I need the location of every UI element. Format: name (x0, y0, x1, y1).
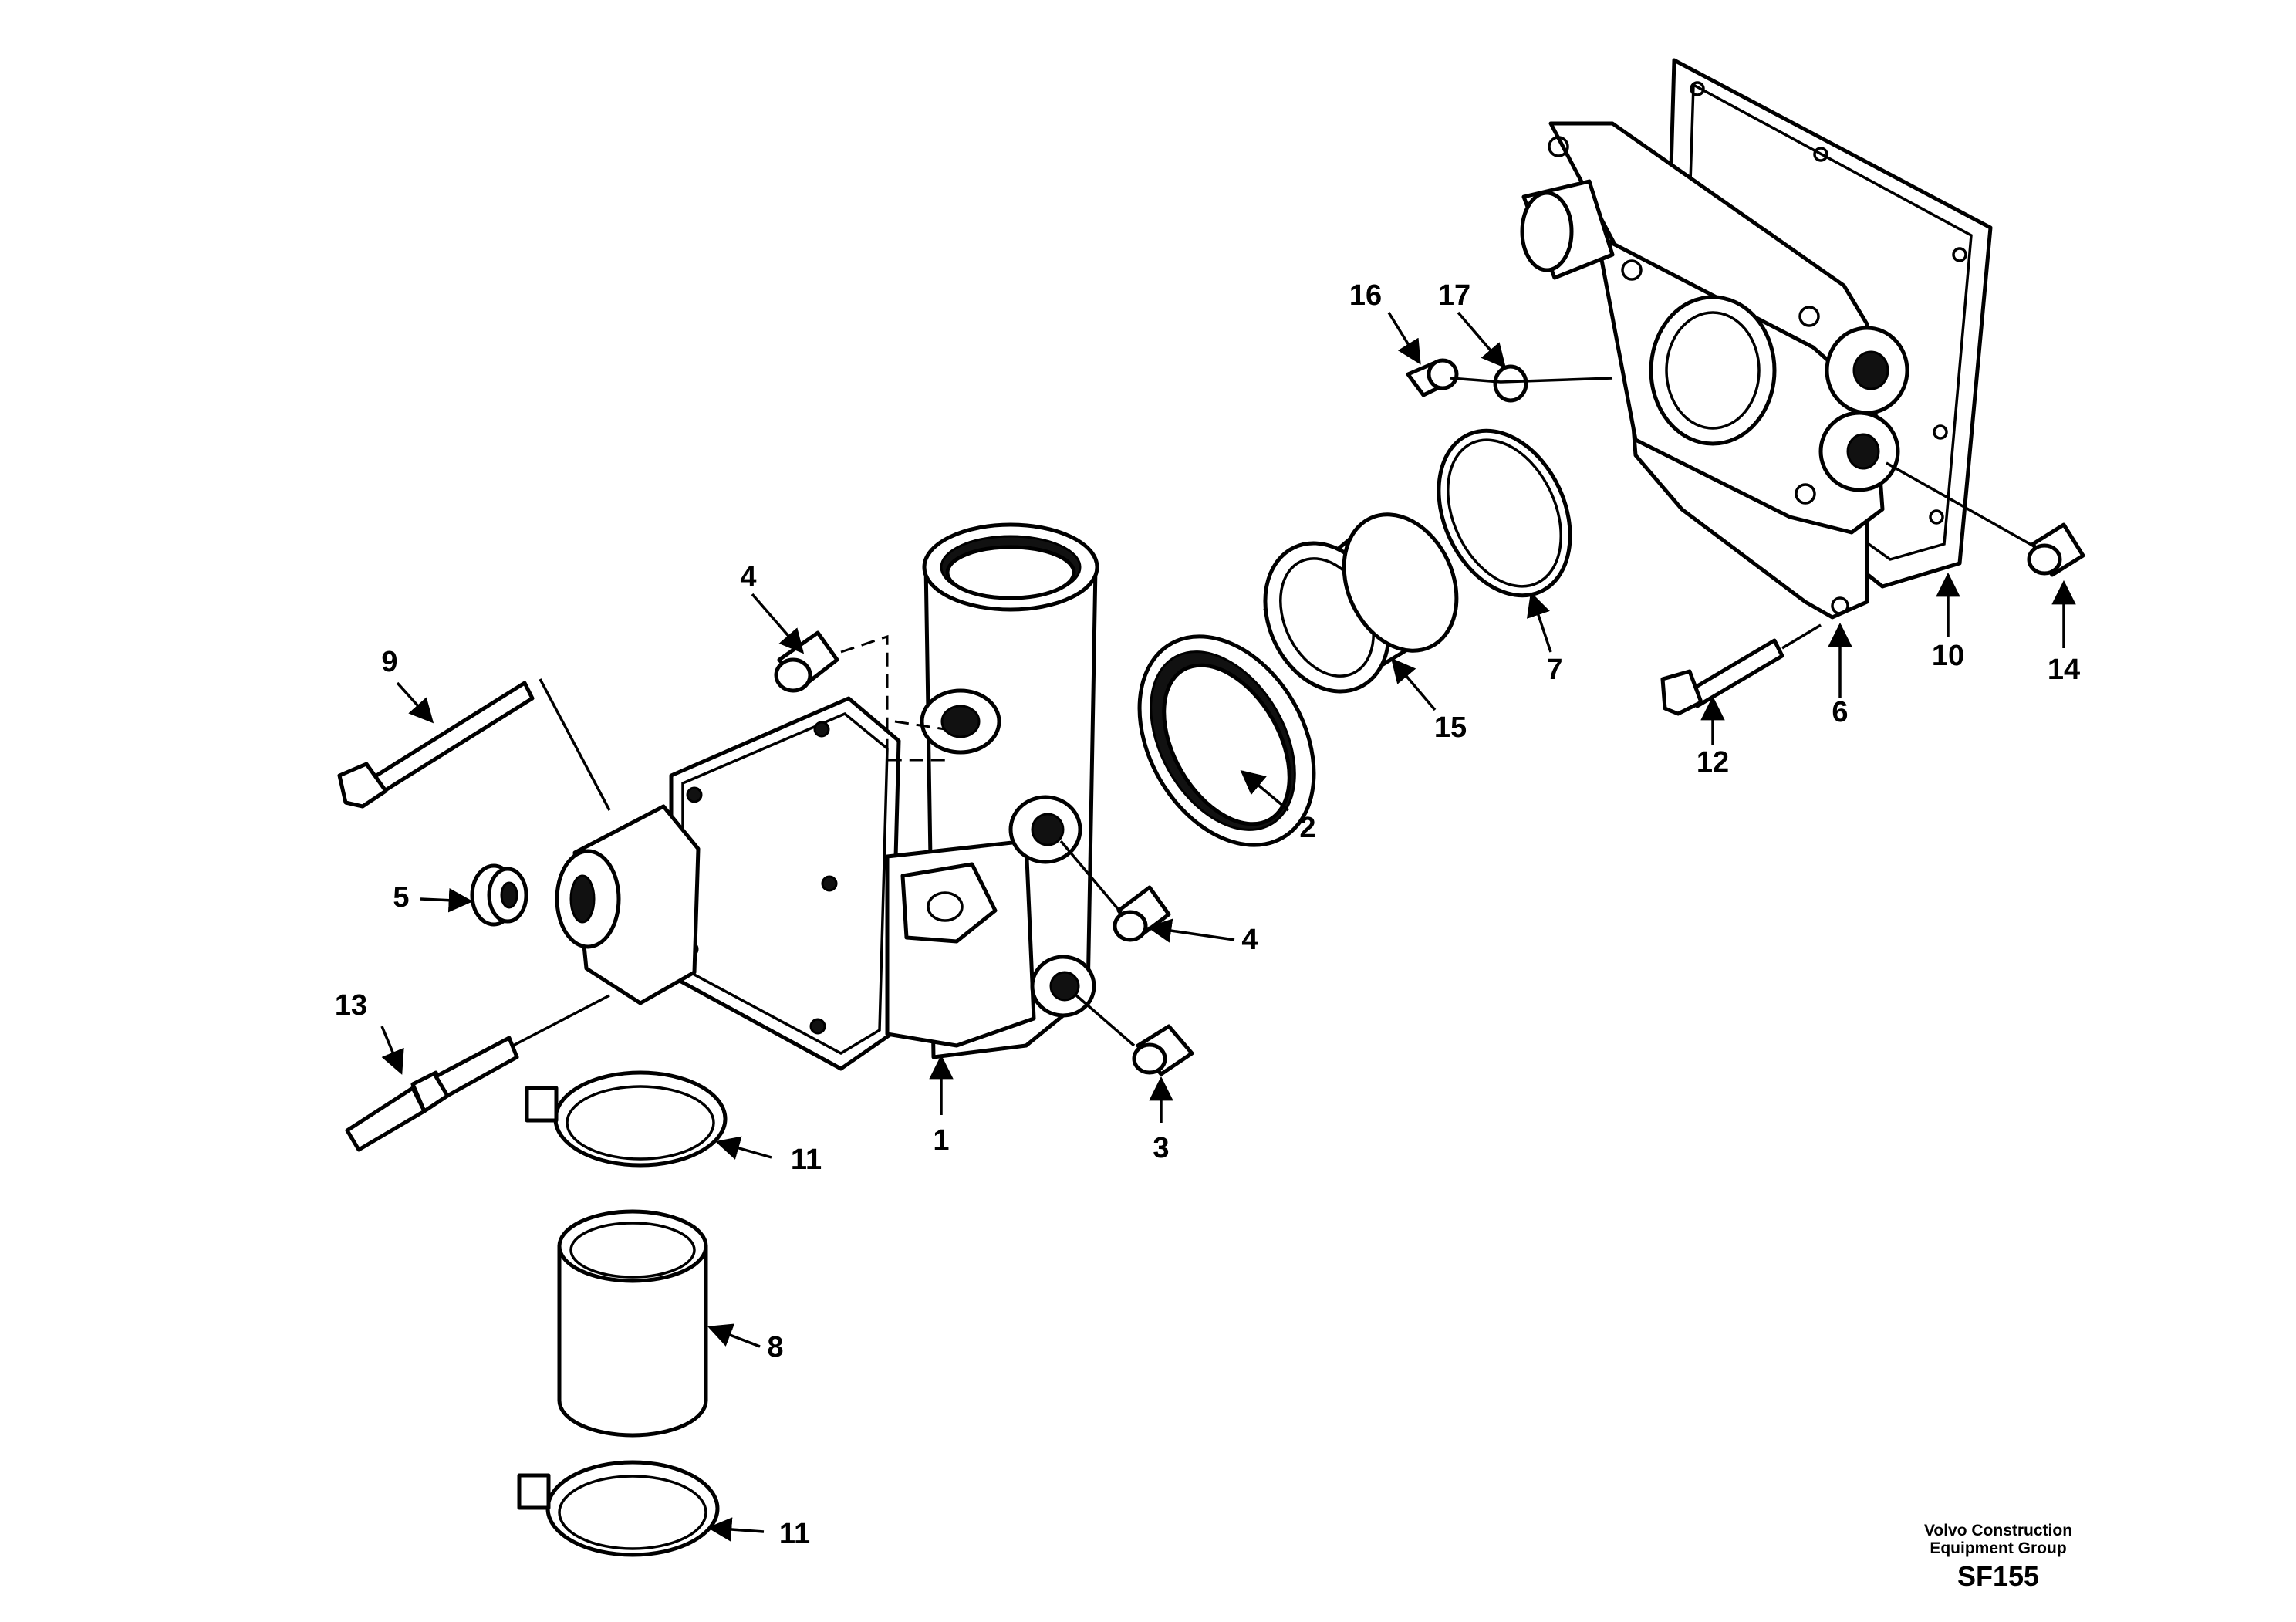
callout-7: 7 (1546, 654, 1562, 686)
plug-cover-part (2027, 522, 2085, 577)
bolt-long-part (337, 681, 535, 809)
callout-14: 14 (2048, 654, 2080, 686)
plug-lower-part (1113, 885, 1171, 942)
assembly-lines (512, 377, 2038, 1047)
washer-part (1493, 364, 1528, 403)
plug-upper-part (774, 630, 839, 693)
callout-13: 13 (335, 989, 367, 1022)
callout-17: 17 (1438, 279, 1470, 312)
callout-11-upper: 11 (791, 1144, 822, 1176)
brand-line-2: Equipment Group (1930, 1539, 2066, 1557)
callout-4-upper: 4 (740, 561, 756, 593)
hose-clamp-lower-part (517, 1460, 720, 1557)
threaded-plug-part (470, 863, 528, 927)
callout-4-lower: 4 (1241, 924, 1258, 956)
diagram-code: SF155 (1957, 1560, 2039, 1592)
callout-6: 6 (1832, 696, 1848, 728)
drain-plug-part (1406, 358, 1459, 397)
callout-8: 8 (767, 1331, 783, 1363)
callout-3: 3 (1153, 1132, 1169, 1164)
plug-part (1132, 1024, 1194, 1076)
hose-clamp-upper-part (525, 1070, 728, 1168)
bolt-short-part (1660, 638, 1784, 716)
o-ring-part (1437, 428, 1572, 598)
callout-12: 12 (1697, 746, 1729, 779)
callout-arrows (380, 311, 2076, 1542)
callout-labels: 1 2 3 4 4 5 6 7 8 9 10 11 11 12 13 14 15… (335, 279, 2080, 1550)
hose-part (557, 1209, 708, 1438)
callout-5: 5 (393, 881, 409, 914)
bushing-part (1263, 512, 1459, 694)
footer-brand: Volvo Construction Equipment Group SF155 (1924, 1522, 2072, 1592)
pump-housing-part (555, 522, 1099, 1071)
callout-1: 1 (933, 1124, 949, 1157)
callout-16: 16 (1349, 279, 1382, 312)
callout-15: 15 (1434, 711, 1467, 744)
stud-part (345, 1036, 519, 1152)
callout-9: 9 (381, 646, 397, 678)
cover-housing-part (1520, 121, 1909, 620)
brand-line-1: Volvo Construction (1924, 1522, 2072, 1539)
callout-11-lower: 11 (779, 1518, 810, 1550)
callout-2: 2 (1299, 812, 1315, 844)
callout-10: 10 (1932, 640, 1964, 672)
